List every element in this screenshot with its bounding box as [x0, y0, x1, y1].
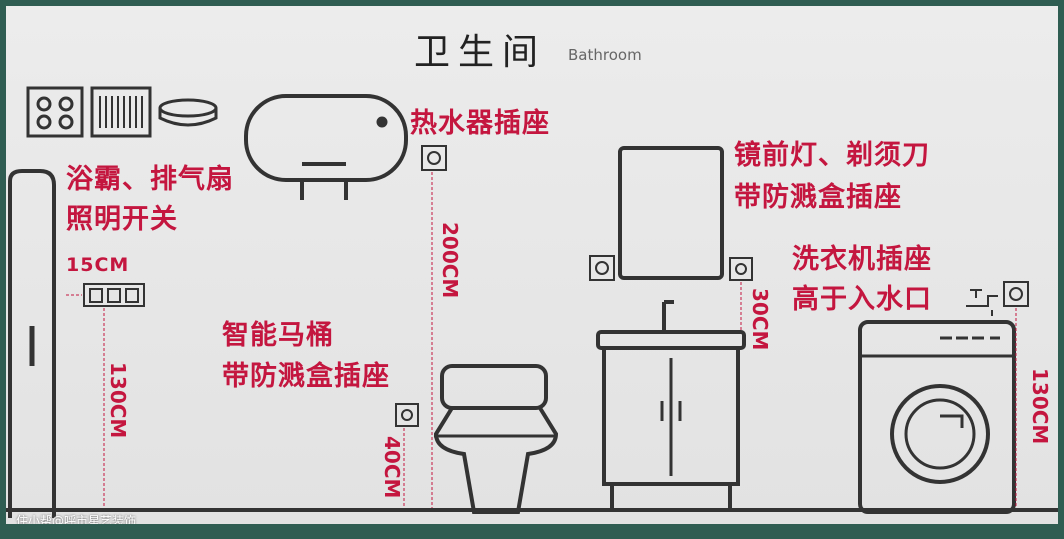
exhaust-fan-icon — [90, 86, 152, 138]
page-title: 卫生间 — [414, 32, 547, 73]
water-heater-socket — [421, 145, 447, 171]
bathroom-diagram: 卫生间 Bathroom 浴霸、排气扇 照明开关 15CM 130CM 热水器插… — [6, 6, 1058, 524]
faucet-icon — [966, 289, 998, 316]
mirror-right-socket — [729, 257, 753, 281]
label-mirror-light-shaver: 镜前灯、剃须刀 — [734, 140, 930, 171]
label-smart-toilet: 智能马桶 — [222, 320, 334, 351]
toilet-socket — [395, 403, 419, 427]
ceiling-light-icon — [158, 98, 218, 127]
label-lighting-switch: 照明开关 — [66, 204, 178, 235]
vanity-cabinet — [596, 300, 746, 510]
dim-switch-offset: 15CM — [66, 254, 130, 276]
dim-washer-socket-height: 130CM — [1028, 368, 1052, 445]
dim-switch-height: 130CM — [106, 362, 130, 439]
mirror — [618, 146, 724, 280]
fixtures-drawing — [6, 86, 1058, 518]
dim-water-heater-height: 200CM — [438, 222, 462, 299]
dim-mirror-socket-offset: 30CM — [748, 288, 772, 351]
label-water-heater-socket: 热水器插座 — [410, 108, 550, 139]
label-toilet-splash-socket: 带防溅盒插座 — [222, 361, 390, 392]
label-heater-fan: 浴霸、排气扇 — [66, 164, 234, 195]
page-subtitle: Bathroom — [568, 46, 642, 64]
frame-bottom — [0, 524, 1064, 539]
water-heater — [244, 94, 408, 200]
washing-machine — [858, 320, 1016, 514]
door — [8, 169, 56, 518]
label-above-water-inlet: 高于入水口 — [792, 284, 932, 315]
label-washer-socket: 洗衣机插座 — [792, 244, 932, 275]
mirror-left-socket — [589, 255, 615, 281]
toilet — [433, 364, 559, 514]
watermark: 住小帮@呼市星艺装饰 — [16, 514, 137, 524]
light-switches — [83, 283, 145, 307]
bath-heater-icon — [26, 86, 84, 138]
washer-socket — [1003, 281, 1029, 307]
label-mirror-splash-socket: 带防溅盒插座 — [734, 182, 902, 213]
dim-toilet-socket-height: 40CM — [380, 436, 404, 499]
